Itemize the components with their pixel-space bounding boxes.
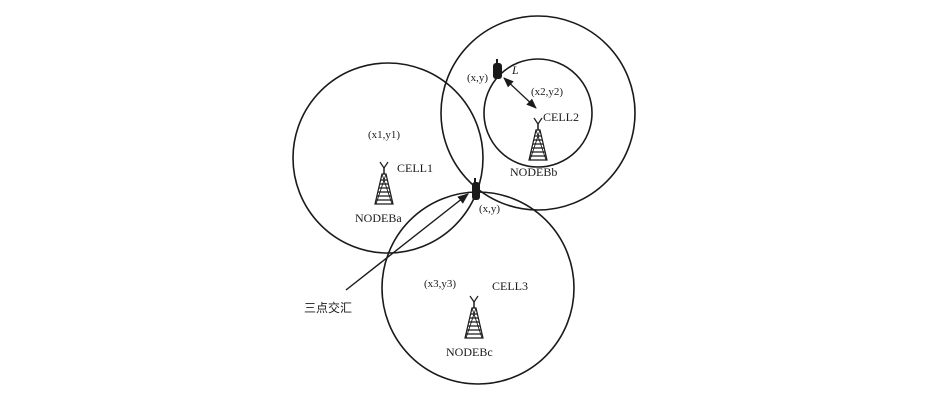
cell2-coord-label: (x2,y2): [531, 86, 563, 98]
distance-arrow: [503, 77, 537, 109]
nodebc-tower-icon: [464, 295, 484, 339]
nodebc-label: NODEBc: [446, 345, 493, 359]
ue-top-icon: [493, 59, 502, 79]
cell2-inner-circle: [483, 58, 593, 168]
cell2-outer-coverage-circle: [440, 15, 636, 211]
cell1-coord-label: (x1,y1): [368, 129, 400, 141]
intersection-pointer-arrow: [345, 193, 469, 291]
nodebb-tower-icon: [528, 117, 548, 161]
distance-l-label: L: [511, 63, 519, 77]
ue-intersection-coord-label: (x,y): [479, 203, 500, 215]
cell3-coord-label: (x3,y3): [424, 278, 456, 290]
nodeba-label: NODEBa: [355, 211, 402, 225]
cell3-name-label: CELL3: [492, 279, 528, 293]
nodeba-tower-icon: [374, 161, 394, 205]
nodebb-label: NODEBb: [510, 165, 557, 179]
intersection-label: 三点交汇: [304, 300, 352, 315]
cell2-name-label: CELL2: [543, 110, 579, 124]
ue-intersection-icon: [472, 178, 480, 200]
cell1-name-label: CELL1: [397, 161, 433, 175]
ue-top-coord-label: (x,y): [467, 72, 488, 84]
